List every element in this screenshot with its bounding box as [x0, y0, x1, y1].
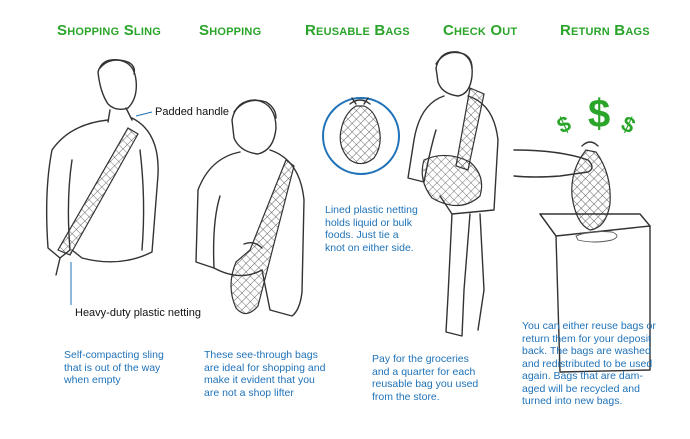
caption-sling: Self-compacting sling that is out of the…	[64, 349, 204, 387]
caption-line: make it evident that you	[204, 374, 315, 386]
caption-bags: Lined plastic netting holds liquid or bu…	[325, 204, 445, 254]
callout-plastic-netting: Heavy-duty plastic netting	[75, 307, 201, 319]
caption-line: These see-through bags	[204, 349, 318, 361]
caption-line: are not a shop lifter	[204, 386, 294, 399]
heading-shopping-sling: Shopping Sling	[57, 22, 161, 39]
caption-line: foods. Just tie a	[325, 229, 399, 241]
caption-checkout: Pay for the groceries and a quarter for …	[372, 353, 512, 403]
caption-line: turned into new bags.	[522, 395, 623, 407]
figure-man-checkout	[407, 51, 499, 337]
figure-net-bag	[322, 97, 400, 175]
caption-line: Lined plastic netting	[325, 204, 418, 216]
caption-line: when empty	[64, 374, 121, 386]
dollar-sign-large: $	[588, 92, 611, 136]
caption-line: Self-compacting sling	[64, 349, 164, 361]
callout-line-handle	[135, 111, 153, 117]
caption-line: back. The bags are washed	[522, 345, 651, 357]
figure-man-sling	[45, 59, 159, 276]
heading-shopping: Shopping	[199, 22, 262, 39]
caption-shopping: These see-through bags are ideal for sho…	[204, 349, 354, 399]
caption-line: and redistributed to be used	[522, 357, 653, 370]
figure-man-shopping	[195, 99, 305, 317]
caption-line: are ideal for shopping and	[204, 361, 326, 374]
figure-return-bags	[513, 141, 651, 373]
heading-check-out: Check Out	[443, 22, 518, 39]
caption-line: reusable bag you used	[372, 378, 479, 390]
heading-reusable-bags: Reusable Bags	[305, 22, 410, 39]
caption-line: that is out of the way	[64, 361, 161, 374]
caption-line: and a quarter for each	[372, 365, 476, 378]
heading-return-bags: Return Bags	[560, 22, 650, 39]
caption-line: aged will be recycled and	[522, 382, 640, 395]
caption-line: from the store.	[372, 390, 440, 403]
caption-line: Pay for the groceries	[372, 353, 469, 365]
caption-return: You can either reuse bags or return them…	[522, 320, 688, 408]
caption-line: return them for your deposit	[522, 332, 651, 345]
caption-line: knot on either side.	[325, 241, 414, 254]
caption-line: holds liquid or bulk	[325, 216, 412, 229]
caption-line: You can either reuse bags or	[522, 320, 656, 332]
caption-line: again. Bags that are dam-	[522, 370, 643, 382]
callout-padded-handle: Padded handle	[155, 106, 230, 118]
